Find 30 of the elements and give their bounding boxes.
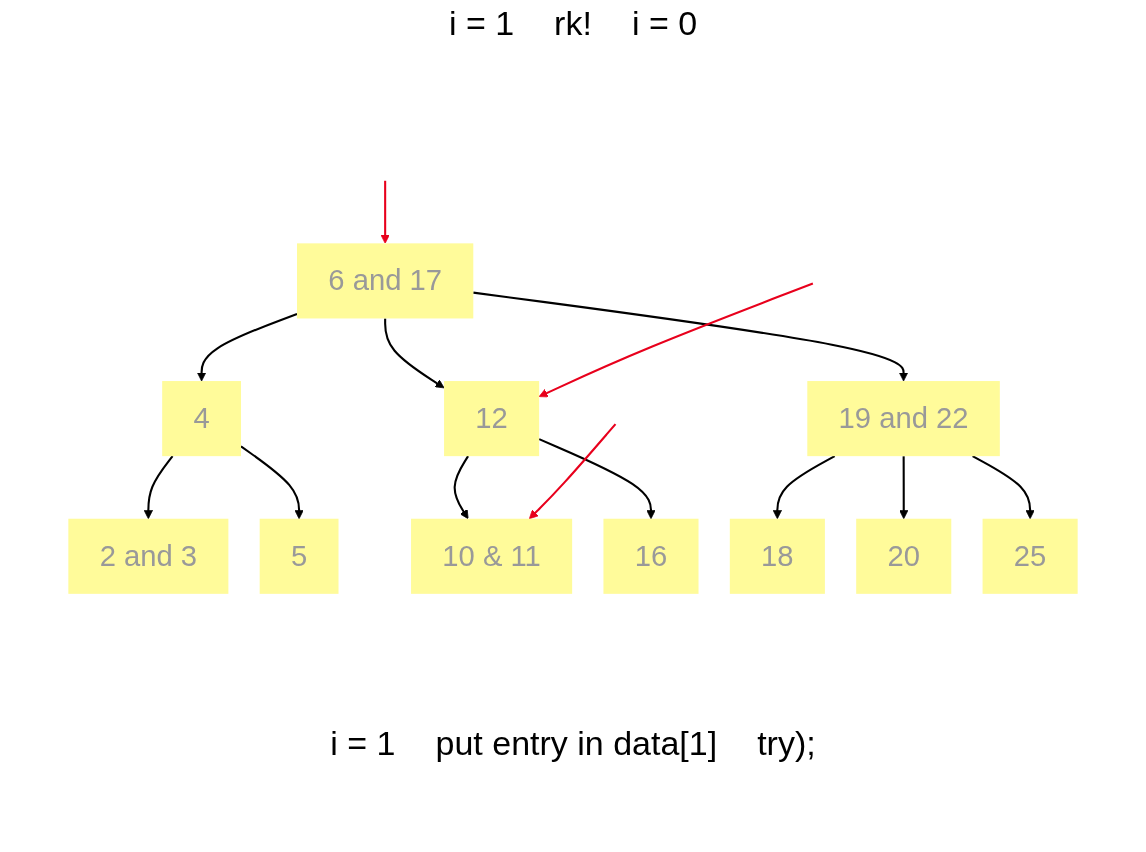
arrow — [972, 455, 1035, 520]
arrow — [538, 282, 814, 398]
arrow — [143, 455, 174, 520]
arrow — [453, 455, 469, 520]
node-box: 10 & 11 — [411, 518, 573, 594]
node-box: 19 and 22 — [807, 381, 1000, 457]
margin-note: try); — [757, 724, 816, 763]
note-text: i = 0 — [631, 4, 698, 43]
arrow — [528, 423, 617, 520]
node-box: 5 — [259, 518, 339, 594]
note-text: i = 1 — [448, 4, 515, 43]
node-box: 20 — [856, 518, 952, 594]
node-box: 4 — [162, 381, 241, 457]
arrow — [772, 455, 836, 520]
node-box: 16 — [603, 518, 699, 594]
note-text: put entry in data[1] — [435, 724, 718, 763]
arrow — [384, 318, 445, 389]
node-box: 18 — [729, 518, 825, 594]
node-box: 6 and 17 — [297, 243, 474, 319]
arrow — [538, 438, 656, 520]
note-text: i = 1 — [330, 724, 396, 763]
margin-note: rk! — [554, 4, 592, 43]
arrow — [473, 291, 909, 382]
arrow — [899, 456, 909, 520]
node-box: 25 — [982, 518, 1078, 594]
node-box: 12 — [444, 381, 540, 457]
arrow — [380, 180, 390, 244]
arrow — [240, 445, 304, 520]
arrow — [197, 313, 298, 382]
node-box: 2 and 3 — [68, 518, 229, 594]
